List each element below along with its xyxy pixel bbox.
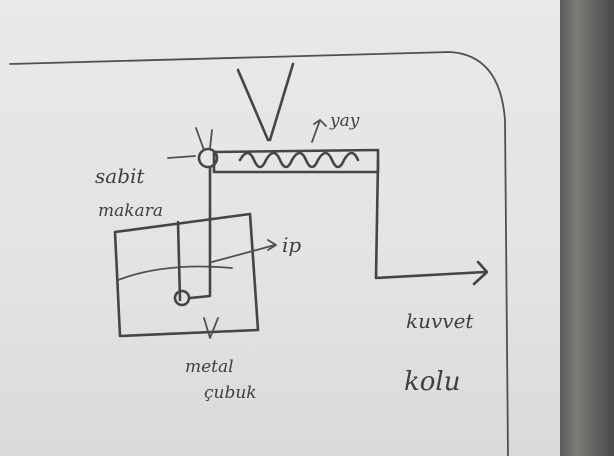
pulley-mount — [196, 128, 212, 150]
rod-arrow — [204, 318, 218, 338]
label-metal: metal — [185, 357, 234, 377]
label-makara: makara — [98, 201, 163, 221]
rope-v-left — [238, 70, 268, 140]
chamber-box — [115, 214, 258, 336]
label-kolu: kolu — [404, 367, 460, 397]
ip-pointer — [212, 240, 276, 262]
spring-loops — [240, 153, 358, 167]
rope-v-right — [270, 64, 293, 140]
metal-rod — [178, 222, 180, 300]
label-kuvvet: kuvvet — [406, 309, 474, 333]
label-cubuk: çubuk — [204, 383, 257, 403]
yay-pointer — [312, 120, 326, 142]
label-yay: yay — [329, 111, 360, 131]
liquid-curve — [118, 267, 232, 281]
force-lever — [376, 160, 485, 278]
sabit-pointer — [168, 156, 195, 158]
label-sabit: sabit — [95, 164, 145, 188]
rod-pivot — [175, 291, 189, 305]
rope-down — [190, 168, 210, 298]
label-ip: ip — [282, 233, 301, 257]
